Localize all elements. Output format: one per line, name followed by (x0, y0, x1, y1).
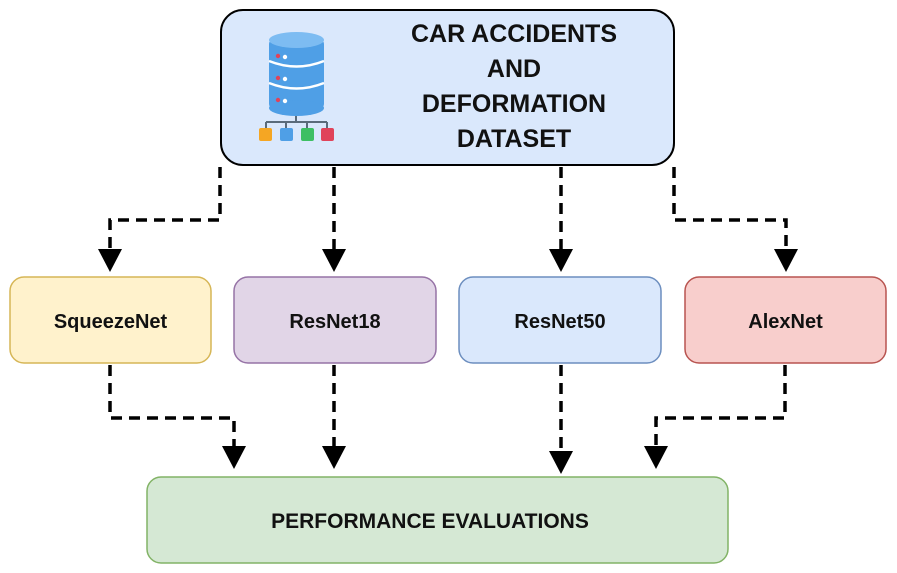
arrowhead-squeezenet (98, 249, 122, 272)
dataset-title-line-4: DATASET (457, 125, 571, 153)
model-label-resnet18: ResNet18 (289, 311, 380, 333)
dataset-title-line-3: DEFORMATION (422, 90, 606, 118)
arrowhead-eval-2 (322, 446, 346, 469)
edge-alexnet-evaluation (654, 365, 787, 452)
model-box-squeezenet (9, 276, 212, 364)
evaluation-label: PERFORMANCE EVALUATIONS (271, 510, 589, 533)
arrowhead-alexnet (774, 249, 798, 272)
model-label-alexnet: AlexNet (748, 311, 823, 333)
dataset-node-box (220, 9, 675, 166)
dataset-node: CAR ACCIDENTS AND DEFORMATION DATASET (220, 9, 675, 166)
arrowhead-eval-4 (644, 446, 668, 469)
edge-squeezenet-evaluation (108, 365, 236, 452)
model-box-resnet50 (458, 276, 662, 364)
model-node-resnet50: ResNet50 (458, 276, 662, 364)
model-node-squeezenet: SqueezeNet (9, 276, 212, 364)
model-label-squeezenet: SqueezeNet (54, 311, 168, 333)
arrowhead-eval-1 (222, 446, 246, 469)
arrowhead-resnet50 (549, 249, 573, 272)
arrowhead-resnet18 (322, 249, 346, 272)
edge-dataset-squeezenet (108, 167, 222, 255)
edge-dataset-alexnet (672, 167, 788, 255)
model-label-resnet50: ResNet50 (514, 311, 605, 333)
models-to-evaluation-edges (108, 365, 787, 474)
model-node-resnet18: ResNet18 (233, 276, 437, 364)
dataset-to-models-edges (98, 167, 798, 272)
arrowhead-eval-3 (549, 451, 573, 474)
model-box-resnet18 (233, 276, 437, 364)
dataset-title-line-2: AND (487, 55, 541, 83)
model-node-alexnet: AlexNet (684, 276, 887, 364)
dataset-title-line-1: CAR ACCIDENTS (411, 20, 617, 48)
evaluation-box (146, 476, 729, 564)
model-box-alexnet (684, 276, 887, 364)
database-network-icon (259, 32, 334, 141)
evaluation-node: PERFORMANCE EVALUATIONS (146, 476, 729, 564)
